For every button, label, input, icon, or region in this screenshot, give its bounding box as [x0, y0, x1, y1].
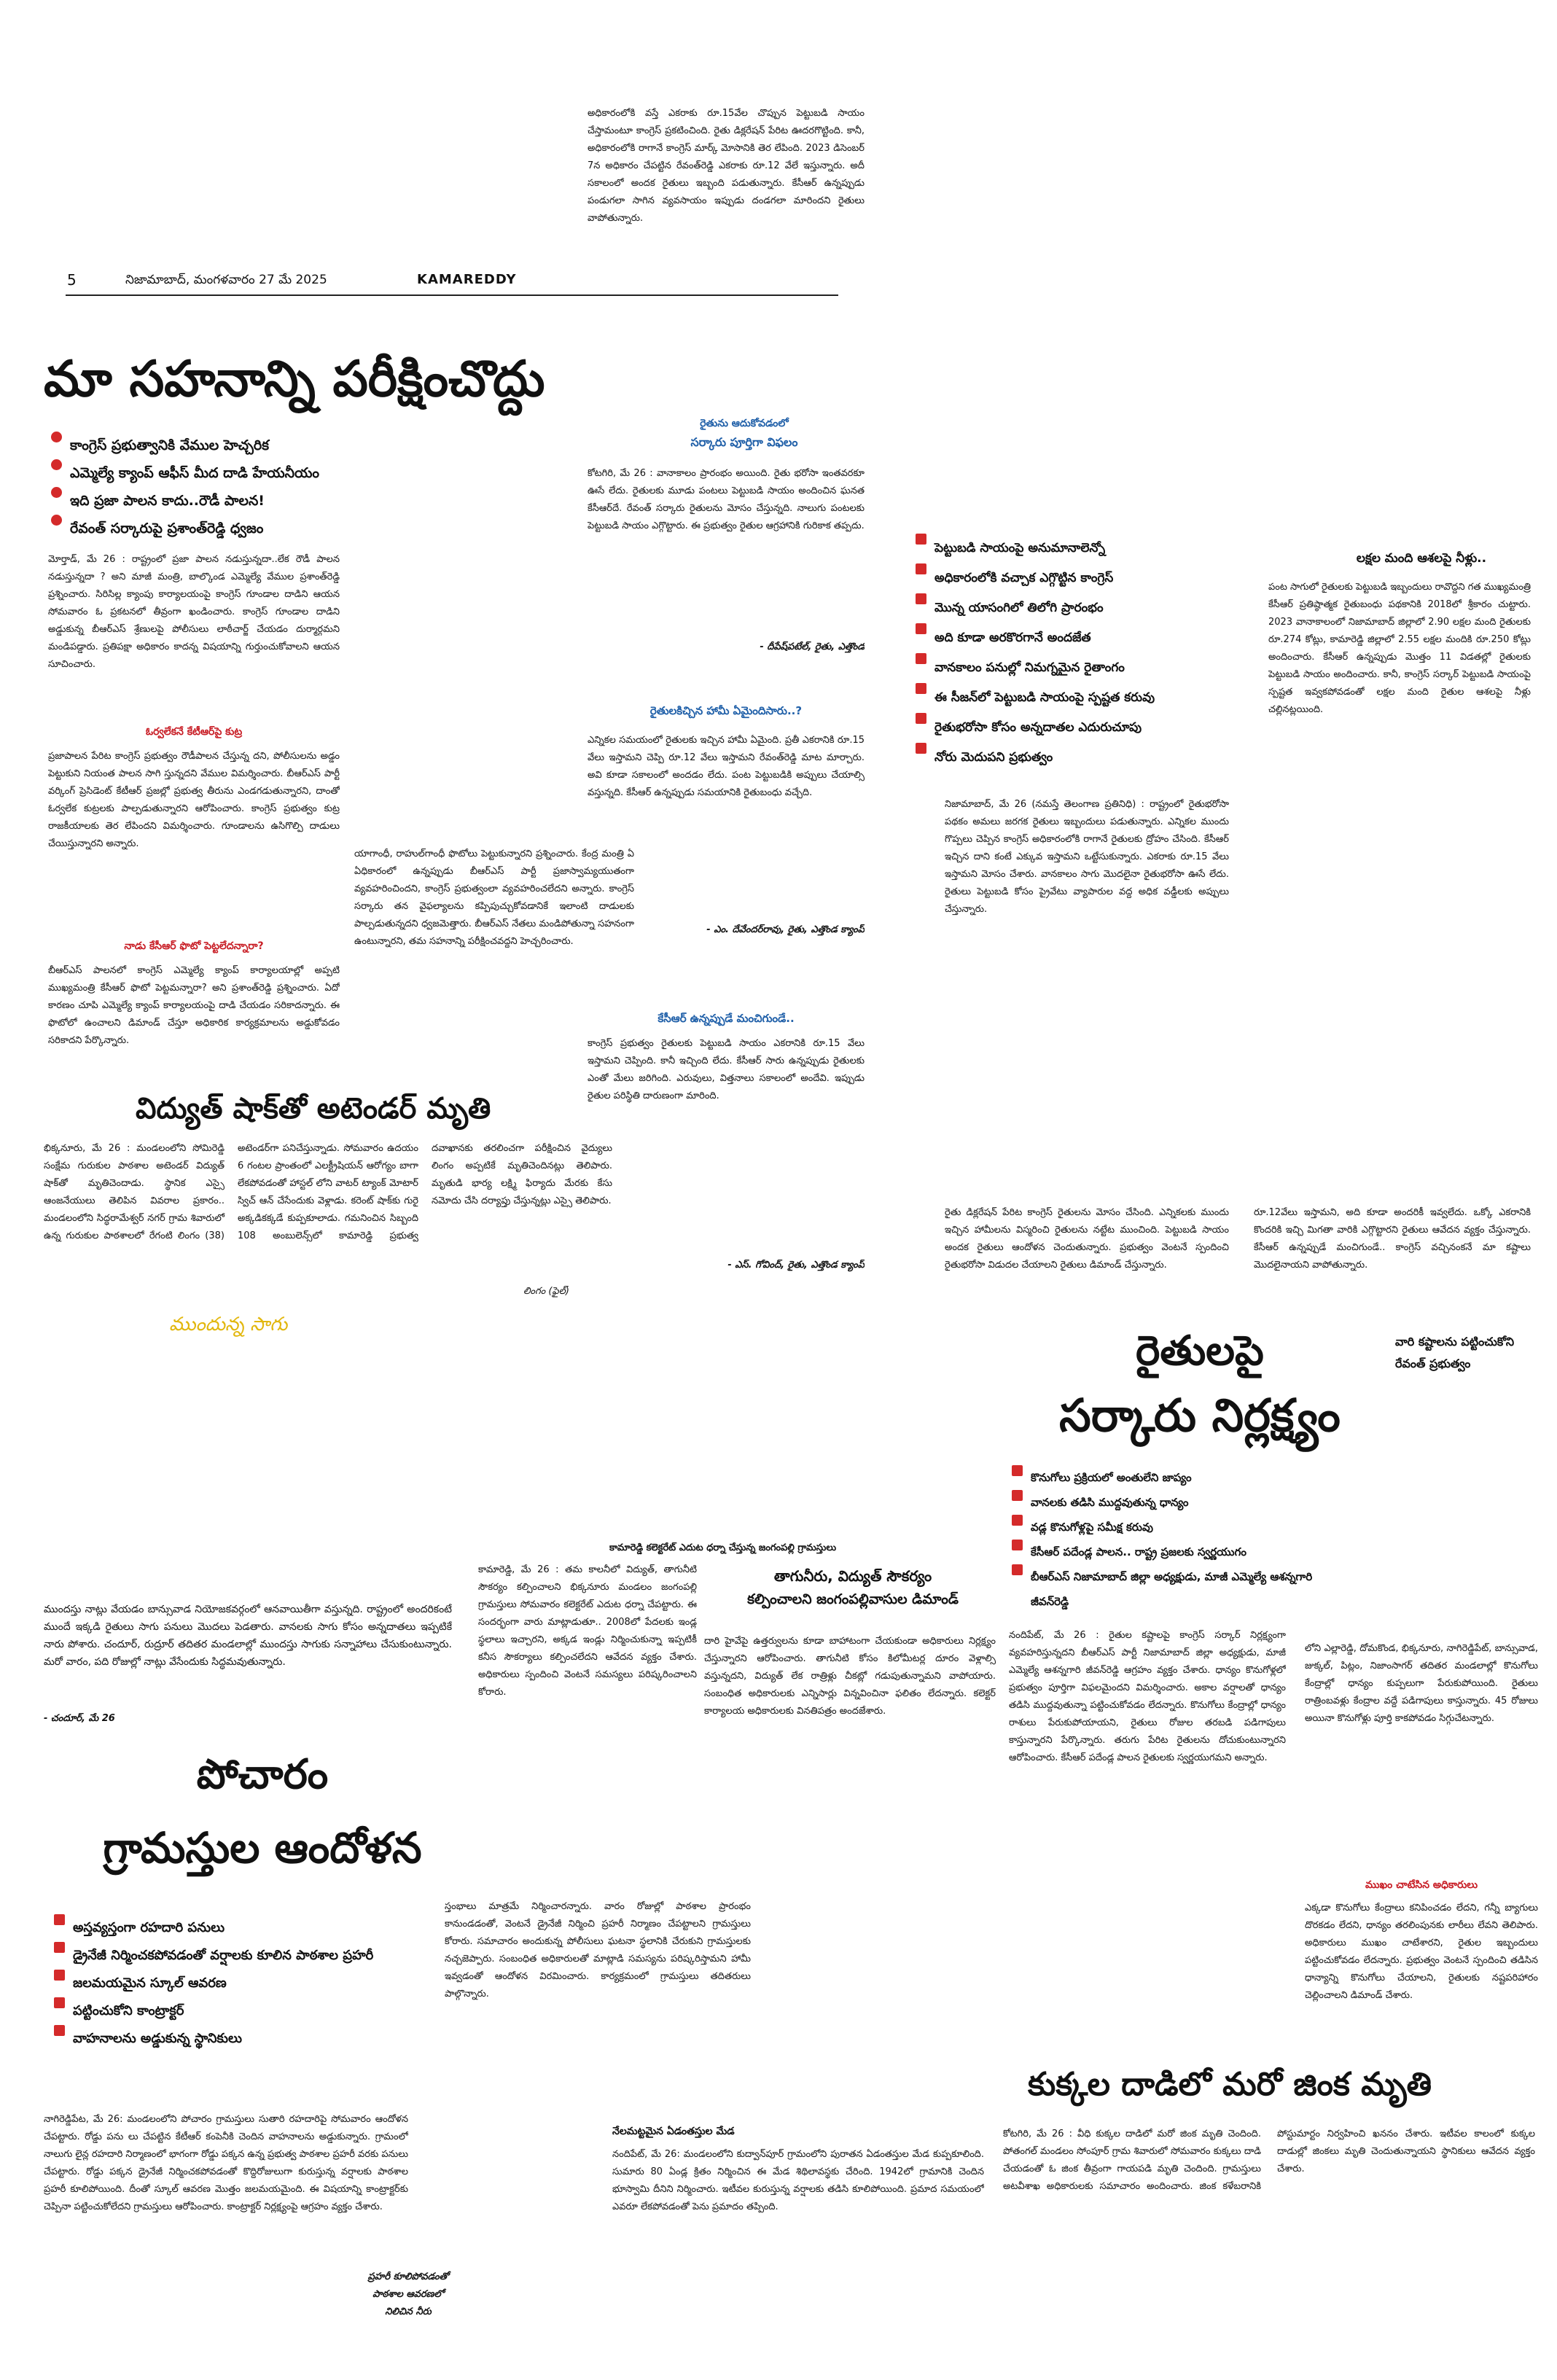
- bullet-item: వడ్ల కొనుగోళ్లపై సమీక్ష కరువు: [1009, 1515, 1344, 1540]
- edition-line: నిజామాబాద్, మంగళవారం 27 మే 2025: [125, 273, 327, 287]
- story6-headline: తాగునీరు, విద్యుత్ సౌకర్యం కల్పించాలని జ…: [700, 1564, 1006, 1631]
- district-name: KAMAREDDY: [417, 272, 517, 287]
- story8-left-para: నందిపేట్, మే 26: మండలంలోని కుద్వాన్‌పూర్…: [612, 2149, 984, 2212]
- story4-para-3: రూ.12వేలు ఇస్తామని, అది కూడా అందరికీ ఇవ్…: [1254, 1207, 1531, 1271]
- story5-side-head: ముఖం చాటేసిన అధికారులు: [1365, 1879, 1478, 1891]
- headline-line-2: గ్రామస్తుల ఆందోళన: [103, 1823, 422, 1873]
- story5-headline: రైతులపై సర్కారు నిర్లక్ష్యం: [996, 1322, 1404, 1461]
- story3-byline-1: - దీపేష్‌పటేల్, రైతు, ఎత్తొండ: [760, 641, 865, 652]
- story5-para-2: లోని ఎల్లారెడ్డి, దోమకొండ, భిక్కనూరు, నా…: [1305, 1643, 1538, 1724]
- masthead: 5 నిజామాబాద్, మంగళవారం 27 మే 2025 KAMARE…: [67, 268, 534, 293]
- story7-photo-caption: ప్రహరీ కూలిపోవడంతో పాఠశాల ఆవరణలో నిలిచిన…: [367, 2271, 449, 2317]
- story7-para: నాగిరెడ్డిపేట, మే 26: మండలంలోని పోచారం గ…: [44, 2114, 408, 2212]
- story1-para-1: మోర్తాడ్, మే 26 : రాష్ట్రంలో ప్రజా పాలన …: [48, 554, 340, 670]
- story7-intro-byline: - చందూర్, మే 26: [44, 1713, 115, 1724]
- bullet-item: బీఆర్‌ఎస్ నిజామాబాద్ జిల్లా అధ్యక్షుడు, …: [1009, 1564, 1344, 1614]
- headline-line-2: సర్కారు నిర్లక్ష్యం: [1059, 1389, 1341, 1442]
- bullet-item: కేసీఆర్ పదేండ్ల పాలన.. రాష్ట్ర ప్రజలకు స…: [1009, 1540, 1344, 1564]
- story1-bullets: కాంగ్రెస్ ప్రభుత్వానికి వేముల హెచ్చరిక ఎ…: [48, 432, 558, 548]
- story3-q-head: రైతులకిచ్చిన హామీ ఏమైందిసారు..?: [649, 704, 803, 717]
- story4-side-para: పంట సాగులో రైతులకు పెట్టుబడి ఇబ్బందులు ర…: [1268, 582, 1531, 715]
- story1-para-mid: యాగాంధీ, రాహుల్‌గాంధీ ఫొటోలు పెట్టుకున్న…: [354, 848, 634, 947]
- story7-para-right: స్తంభాలు మాత్రమే నిర్మించారన్నారు. వారం …: [445, 1901, 751, 1999]
- bullet-item: డ్రైనేజీ నిర్మించకపోవడంతో వర్షాలకు కూలిన…: [51, 1942, 488, 1970]
- story5-side-para: ఎక్కడా కొనుగోలు కేంద్రాలు కనిపించడం లేదన…: [1305, 1903, 1538, 2001]
- story2-photo-credit: లింగం (ఫైల్): [523, 1286, 569, 1297]
- story8-headline: కుక్కల దాడిలో మరో జింక మృతి: [1028, 2066, 1432, 2103]
- kicker-line-2: సర్కారు పూర్తిగా విఫలం: [690, 435, 798, 449]
- story4-side-head: లక్షల మంది ఆశలపై నీళ్లు..: [1356, 551, 1487, 566]
- story3-kicker: రైతును ఆదుకోవడంలో సర్కారు పూర్తిగా విఫలం: [631, 414, 857, 459]
- headline-line-2: కల్పించాలని జంగంపల్లివాసుల డిమాండ్: [747, 1591, 959, 1607]
- story1-subhead-1: ఓర్వలేకనే కేటీఆర్‌పై కుట్ర: [145, 726, 243, 738]
- story3-byline-3: - ఎస్. గోవింద్, రైతు, ఎత్తొండ క్యాంప్: [727, 1260, 865, 1271]
- bullet-item: అది కూడా అరకొరగానే అందజేత: [913, 623, 1284, 653]
- bullet-item: ఎమ్మెల్యే క్యాంప్ ఆఫీస్ మీద దాడి హేయనీయం: [48, 459, 558, 487]
- story8-para: కోటగిరి, మే 26 : వీధి కుక్కల దాడిలో మరో …: [1003, 2129, 1535, 2192]
- story3-top-para: అధికారంలోకి వస్తే ఎకరాకు రూ.15వేల చొప్పు…: [588, 108, 865, 224]
- bullet-item: జలమయమైన స్కూల్ ఆవరణ: [51, 1970, 488, 1997]
- story3-byline-2: - ఎం. దేవేందర్‌రావు, రైతు, ఎత్తొండ క్యాం…: [706, 924, 865, 935]
- story5-para: నందిపేట్, మే 26 : రైతుల కష్టాలపై కాంగ్రె…: [1009, 1630, 1286, 1763]
- bullet-item: రైతుభరోసా కోసం అన్నదాతల ఎదురుచూపు: [913, 713, 1284, 743]
- handwritten-tag: ముందున్న సాగు: [169, 1314, 288, 1335]
- bullet-item: మొన్న యాసంగిలో తిలోగి ప్రారంభం: [913, 593, 1284, 623]
- story2-body: భిక్కనూరు, మే 26 : మండలంలోని సోమిరెడ్డి …: [44, 1143, 612, 1241]
- bullet-item: అధికారంలోకి వచ్చాక ఎగ్గొట్టిన కాంగ్రెస్: [913, 563, 1284, 593]
- bullet-item: కాంగ్రెస్ ప్రభుత్వానికి వేముల హెచ్చరిక: [48, 432, 558, 459]
- bullet-item: వాహనాలను అడ్డుకున్న స్థానికులు: [51, 2025, 488, 2053]
- story3-k-para: కాంగ్రెస్ ప్రభుత్వం రైతులకు పెట్టుబడి సా…: [588, 1038, 865, 1101]
- bullet-item: పెట్టుబడి సాయంపై అనుమానాలెన్నో: [913, 534, 1284, 563]
- headline-text: మా సహనాన్ని పరీక్షించొద్దు: [44, 351, 545, 408]
- story6-kicker: కామారెడ్డి కలెక్టరేట్ ఎదుట ధర్నా చేస్తున…: [609, 1542, 837, 1553]
- headline-text: విద్యుత్ షాక్‌తో అటెండర్ మృతి: [136, 1092, 491, 1125]
- story7-headline: పోచారం గ్రామస్తుల ఆందోళన: [44, 1741, 481, 1903]
- story3-k-head: కేసీఆర్ ఉన్నప్పుడే మంచిగుండే..: [657, 1012, 795, 1025]
- bullet-item: ఇది ప్రజా పాలన కాదు..రౌడీ పాలన!: [48, 487, 558, 515]
- headline-line-1: పోచారం: [196, 1751, 329, 1798]
- headline-line-1: రైతులపై: [1136, 1327, 1264, 1375]
- story4-bullets: పెట్టుబడి సాయంపై అనుమానాలెన్నో అధికారంలో…: [913, 534, 1284, 774]
- kicker-line-1: రైతును ఆదుకోవడంలో: [700, 418, 789, 429]
- bullet-item: వానకాలం పనుల్లో నిమగ్నమైన రైతాంగం: [913, 653, 1284, 683]
- story-headline-electric-shock: విద్యుత్ షాక్‌తో అటెండర్ మృతి: [136, 1085, 646, 1136]
- story7-bullets: అస్తవ్యస్తంగా రహదారి పనులు డ్రైనేజీ నిర్…: [51, 1914, 488, 2099]
- bullet-item: కొనుగోలు ప్రక్రియలో అంతులేని జాప్యం: [1009, 1465, 1344, 1490]
- story1-para-2: ప్రజాపాలన పేరిట కాంగ్రెస్ ప్రభుత్వం రౌడీ…: [48, 751, 340, 849]
- headline-line-1: తాగునీరు, విద్యుత్ సౌకర్యం: [773, 1567, 932, 1585]
- bullet-item: పట్టించుకోని కాంట్రాక్టర్: [51, 1997, 488, 2025]
- story6-para: కామారెడ్డి, మే 26 : తమ కాలనీలో విద్యుత్,…: [478, 1564, 697, 1698]
- story7-intro: ముందస్తు నాట్లు వేయడం బాన్సువాడ నియోజకవర…: [44, 1604, 452, 1668]
- page-number: 5: [67, 271, 77, 289]
- masthead-rule: [66, 294, 838, 296]
- story8-left-caption: నేలమట్టమైన ఏడంతస్తుల మేడ: [612, 2126, 735, 2137]
- story3-para: కోటగిరి, మే 26 : వానాకాలం ప్రారంభం అయింద…: [588, 468, 865, 531]
- story5-side-note: వారి కష్టాలను పట్టించుకోని రేవంత్ ప్రభుత…: [1395, 1335, 1515, 1370]
- story5-bullets: కొనుగోలు ప్రక్రియలో అంతులేని జాప్యం వానల…: [1009, 1465, 1344, 1624]
- bullet-item: వానలకు తడిసి ముద్దవుతున్న ధాన్యం: [1009, 1490, 1344, 1515]
- story-headline-sahanam: మా సహనాన్ని పరీక్షించొద్దు: [44, 340, 554, 427]
- story4-para-2: రైతు డిక్లరేషన్ పేరిట కాంగ్రెస్ రైతులను …: [945, 1207, 1229, 1271]
- bullet-item: నోరు మెదుపని ప్రభుత్వం: [913, 743, 1284, 773]
- bullet-item: అస్తవ్యస్తంగా రహదారి పనులు: [51, 1914, 488, 1942]
- story4-para: నిజామాబాద్, మే 26 (నమస్తే తెలంగాణ ప్రతిన…: [945, 799, 1229, 915]
- story1-para-3: బీఆర్‌ఎస్ పాలనలో కాంగ్రెస్ ఎమ్మెల్యే క్య…: [48, 965, 340, 1046]
- bullet-item: రేవంత్ సర్కారుపై ప్రశాంత్‌రెడ్డి ధ్వజం: [48, 515, 558, 542]
- story6-para-2: దారి హైవేపై ఉత్తర్వులను కూడా బాహాటంగా చే…: [704, 1636, 996, 1717]
- story1-subhead-2: నాడు కేసీఆర్ ఫొటో పెట్టలేదన్నారా?: [124, 940, 264, 952]
- story3-q-para: ఎన్నికల సమయంలో రైతులకు ఇచ్చిన హామీ ఏమైంద…: [588, 735, 865, 798]
- bullet-item: ఈ సీజన్‌లో పెట్టుబడి సాయంపై స్పష్టత కరువ…: [913, 683, 1284, 713]
